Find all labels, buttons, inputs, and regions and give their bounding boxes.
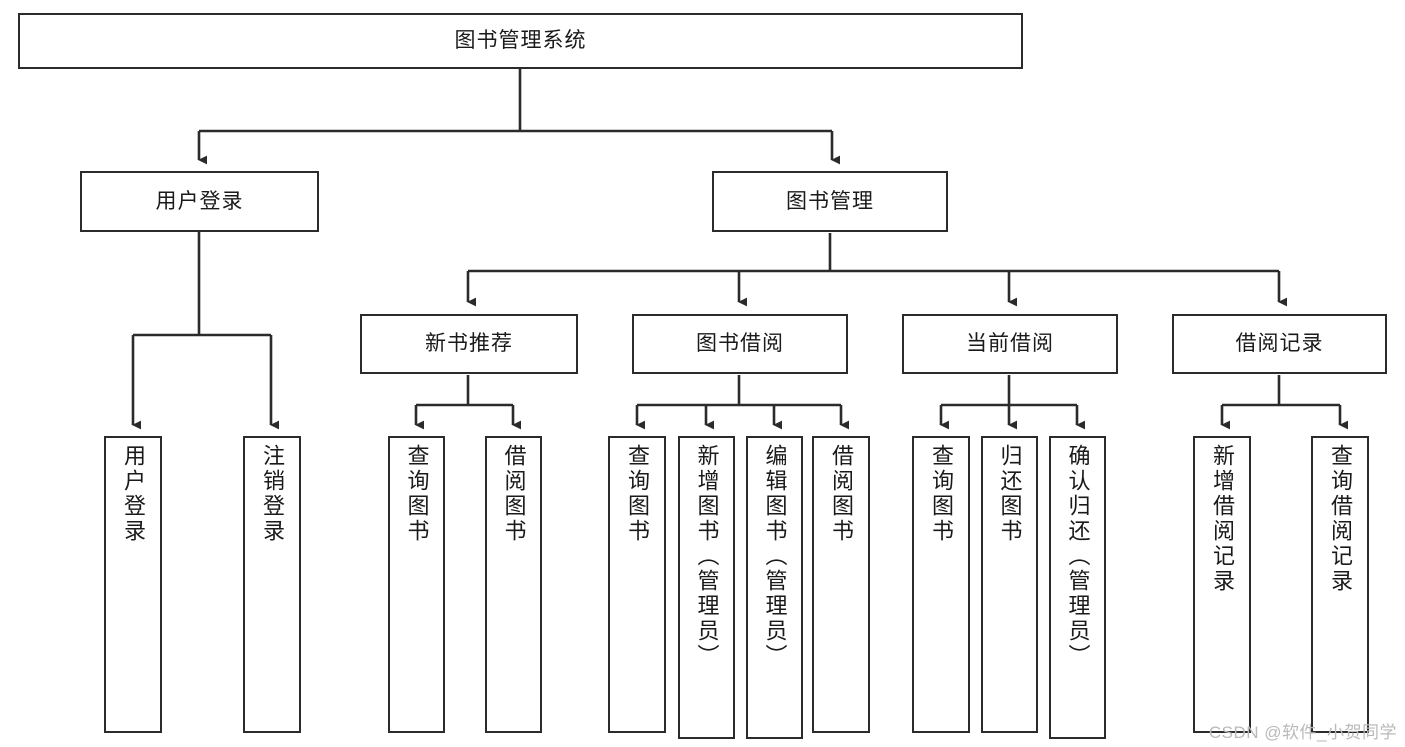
node-label: 借阅图书 (501, 444, 527, 544)
leaf-user-login-login[interactable]: 用户登录 (104, 436, 162, 733)
node-label: 归还图书 (997, 444, 1023, 544)
node-label: 新增图书（管理员） (694, 444, 720, 669)
leaf-current-search-book[interactable]: 查询图书 (912, 436, 970, 733)
leaf-borrow-edit-book-admin[interactable]: 编辑图书（管理员） (746, 436, 803, 739)
node-book-borrow[interactable]: 图书借阅 (632, 314, 848, 374)
leaf-user-login-logout[interactable]: 注销登录 (243, 436, 301, 733)
leaf-records-add-record[interactable]: 新增借阅记录 (1193, 436, 1251, 733)
node-label: 用户登录 (120, 444, 146, 544)
leaf-records-search-record[interactable]: 查询借阅记录 (1311, 436, 1369, 733)
node-book-management[interactable]: 图书管理 (712, 171, 948, 232)
node-label: 借阅记录 (1235, 332, 1324, 356)
node-user-login[interactable]: 用户登录 (80, 171, 319, 232)
node-current-borrow[interactable]: 当前借阅 (902, 314, 1118, 374)
node-label: 注销登录 (259, 444, 285, 544)
node-label: 查询图书 (624, 444, 650, 544)
leaf-current-confirm-return-admin[interactable]: 确认归还（管理员） (1049, 436, 1106, 739)
leaf-borrow-add-book-admin[interactable]: 新增图书（管理员） (678, 436, 735, 739)
node-label: 用户登录 (155, 189, 244, 213)
node-new-book-recommend[interactable]: 新书推荐 (360, 314, 578, 374)
leaf-borrow-borrow-book[interactable]: 借阅图书 (812, 436, 870, 733)
node-label: 借阅图书 (828, 444, 854, 544)
node-label: 图书管理 (786, 189, 874, 213)
node-label: 编辑图书（管理员） (762, 444, 788, 669)
leaf-borrow-search-book[interactable]: 查询图书 (608, 436, 666, 733)
node-label: 图书管理系统 (454, 29, 587, 53)
node-label: 查询借阅记录 (1327, 444, 1353, 594)
node-label: 新增借阅记录 (1209, 444, 1235, 594)
node-root-book-management-system[interactable]: 图书管理系统 (18, 13, 1023, 69)
node-borrow-records[interactable]: 借阅记录 (1172, 314, 1387, 374)
node-label: 新书推荐 (425, 332, 513, 356)
node-label: 查询图书 (404, 444, 430, 544)
node-label: 确认归还（管理员） (1065, 444, 1091, 669)
node-label: 查询图书 (928, 444, 954, 544)
leaf-new-book-search[interactable]: 查询图书 (388, 436, 445, 733)
node-label: 当前借阅 (966, 332, 1054, 356)
node-label: 图书借阅 (696, 332, 784, 356)
leaf-new-book-borrow[interactable]: 借阅图书 (485, 436, 542, 733)
leaf-current-return-book[interactable]: 归还图书 (981, 436, 1038, 733)
